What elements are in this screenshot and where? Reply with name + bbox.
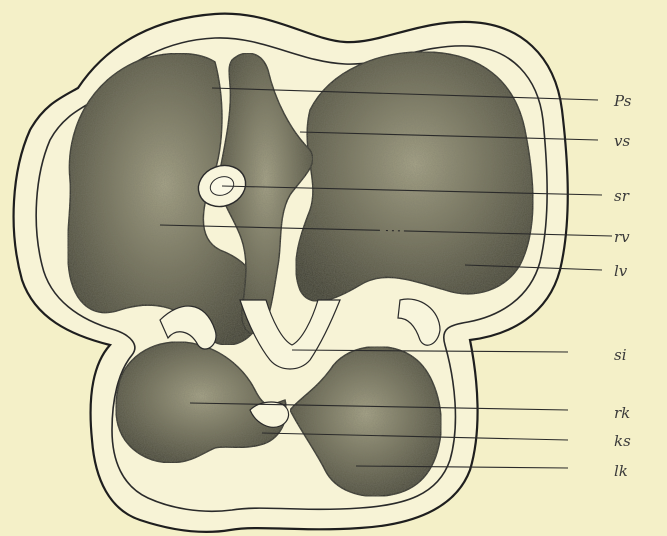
label-si: si: [614, 346, 627, 364]
upper-right-chamber: [296, 52, 533, 301]
label-Ps: Ps: [613, 92, 632, 110]
label-lk: lk: [614, 462, 628, 480]
label-sr: sr: [614, 187, 630, 205]
label-vs: vs: [614, 132, 630, 150]
label-rv: rv: [614, 228, 630, 246]
label-lv: lv: [614, 262, 628, 280]
label-ks: ks: [614, 432, 631, 450]
label-rk: rk: [614, 404, 630, 422]
